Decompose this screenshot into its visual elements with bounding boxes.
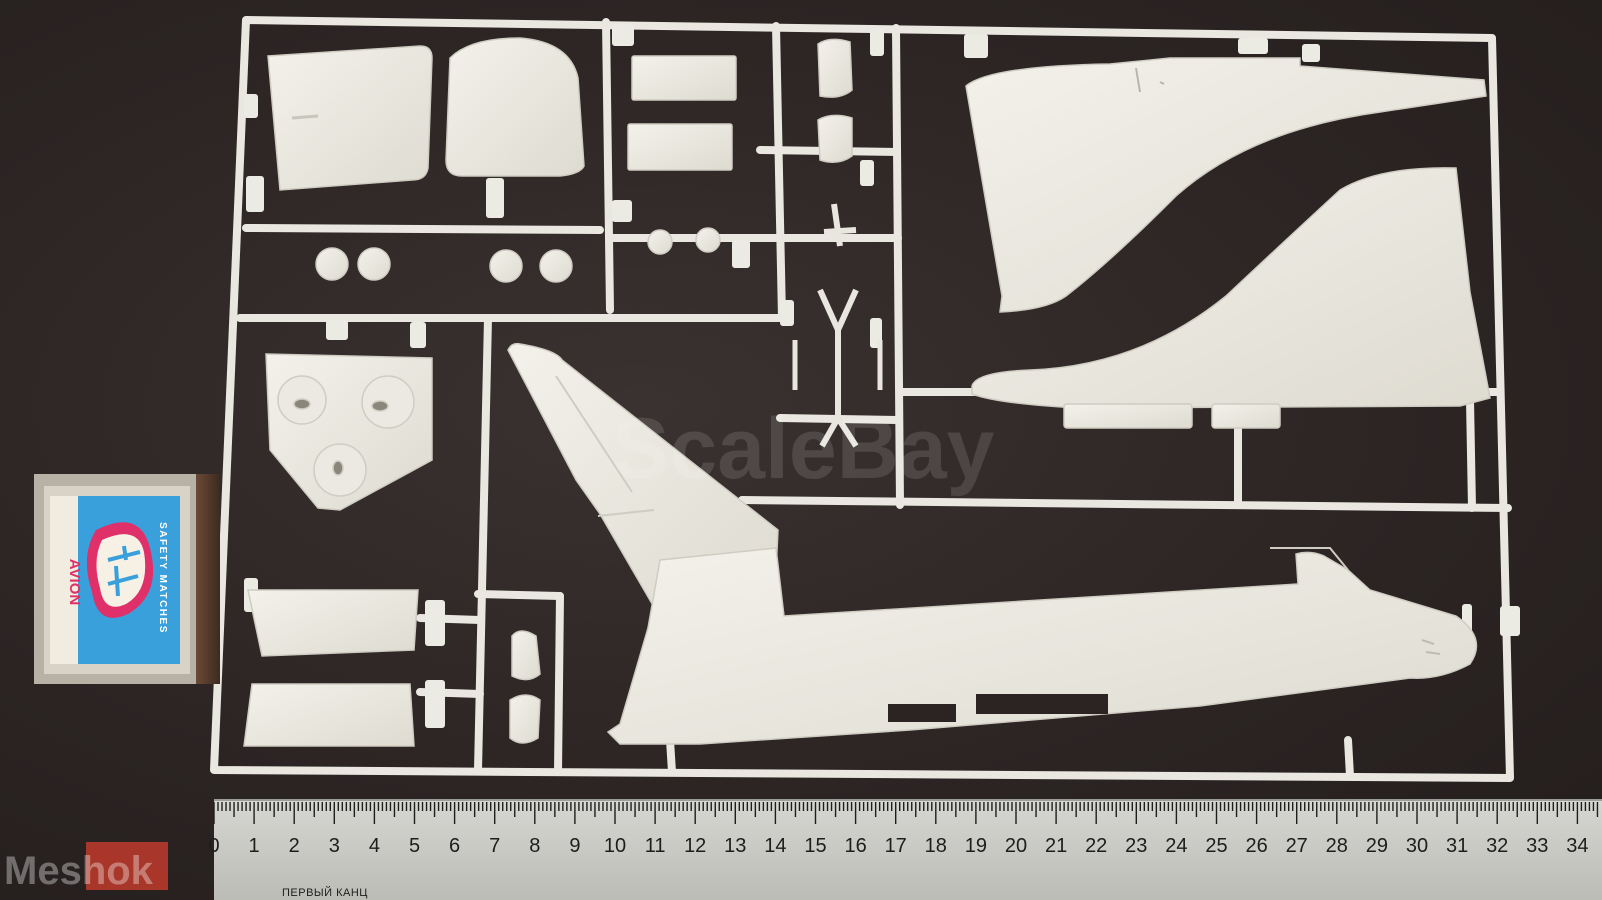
panel-part [243, 683, 415, 747]
ruler-label: 18 [925, 835, 947, 857]
panel-part [247, 589, 419, 657]
panel-part [267, 45, 433, 191]
ruler-label: 27 [1286, 835, 1308, 857]
ruler-label: 1 [249, 835, 260, 857]
ruler-label: 10 [604, 835, 626, 857]
ruler-label: 15 [804, 835, 826, 857]
ruler-label: 29 [1366, 835, 1388, 857]
ruler-label: 11 [645, 835, 666, 857]
ruler-label: 19 [965, 835, 987, 857]
matchbox: AVION SAFETY MATCHES [34, 474, 220, 684]
ruler-label: 28 [1326, 835, 1348, 857]
ruler-label: 8 [529, 835, 540, 857]
ruler-label: 12 [684, 835, 706, 857]
ruler-label: 24 [1165, 835, 1187, 857]
ruler-label: 22 [1085, 835, 1107, 857]
fuselage-part [606, 547, 1478, 745]
ruler-label: 32 [1486, 835, 1508, 857]
ruler-label: 7 [489, 835, 500, 857]
panel-part [445, 37, 585, 177]
ruler-label: 26 [1245, 835, 1267, 857]
matchbox-subtitle: SAFETY MATCHES [157, 522, 168, 634]
ruler-label: 3 [329, 835, 340, 857]
ruler-label: 33 [1526, 835, 1548, 857]
panel-part [627, 123, 733, 171]
ruler-label: 30 [1406, 835, 1428, 857]
wing-part [965, 57, 1487, 313]
matchbox-brand: AVION [66, 559, 83, 605]
ruler-label: 13 [724, 835, 746, 857]
ruler-label: 4 [369, 835, 380, 857]
sprue-tabs [244, 24, 1520, 728]
ruler-label: 21 [1045, 835, 1067, 857]
panel-part [631, 55, 737, 101]
ruler-imprint: ПЕРВЫЙ КАНЦ [282, 886, 368, 899]
site-logo: Meshok [4, 842, 168, 893]
site-logo-text: Meshok [4, 849, 154, 893]
watermark: ScaleBay [612, 401, 995, 497]
ruler-label: 17 [885, 835, 907, 857]
parts [243, 37, 1491, 747]
ruler-label: 31 [1446, 835, 1468, 857]
ruler-label: 16 [844, 835, 866, 857]
ruler-label: 9 [569, 835, 580, 857]
ruler-label: 2 [289, 835, 300, 857]
ruler-label: 6 [449, 835, 460, 857]
ruler-label: 25 [1205, 835, 1227, 857]
ruler-label: 23 [1125, 835, 1147, 857]
ruler-label: 34 [1566, 835, 1588, 857]
ruler-label: 20 [1005, 835, 1027, 857]
ruler-label: 5 [409, 835, 420, 857]
ruler-label: 0 [208, 835, 219, 857]
ruler-label: 14 [764, 835, 786, 857]
